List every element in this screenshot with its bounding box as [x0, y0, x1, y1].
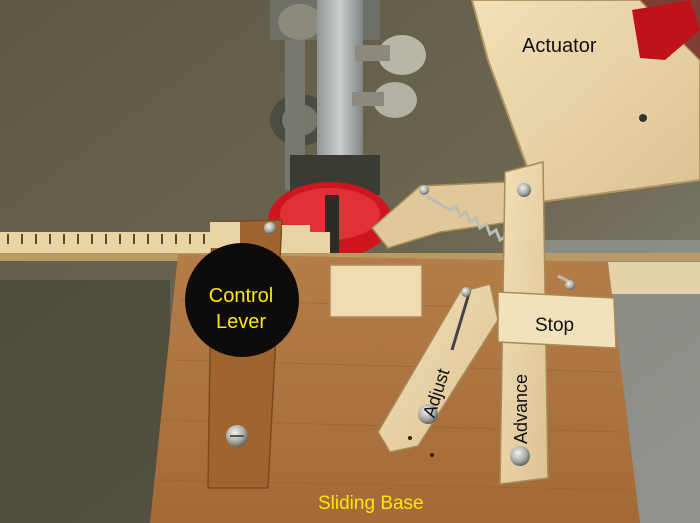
label-actuator: Actuator — [522, 35, 597, 57]
stop-block — [497, 291, 617, 349]
label-control-line2: Lever — [215, 311, 267, 333]
label-stop: Stop — [535, 315, 575, 336]
control-lever-disc — [185, 243, 299, 357]
label-control-lever: Control Lever — [193, 283, 289, 335]
left-table-shadow — [0, 280, 170, 523]
label-control-line1: Control — [208, 285, 274, 307]
label-advance: Advance — [511, 373, 531, 444]
blade-guard — [270, 0, 426, 200]
adjust-arm — [377, 283, 499, 453]
spacer-block — [329, 264, 423, 318]
label-sliding-base: Sliding Base — [318, 493, 424, 514]
red-clamp — [632, 0, 700, 60]
